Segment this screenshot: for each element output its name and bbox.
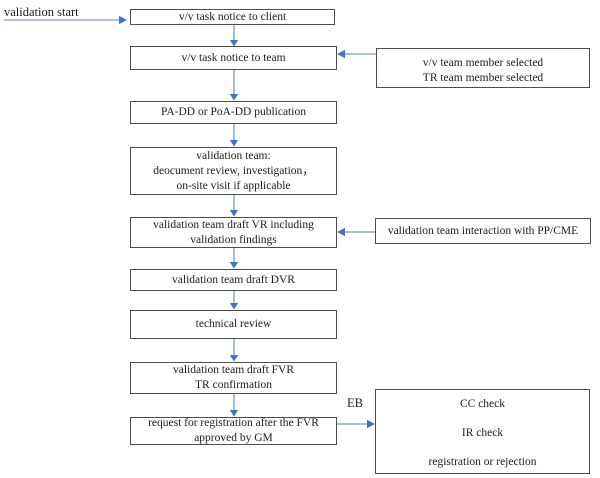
node-team-members-selected: v/v team member selected TR team member … [376, 48, 590, 88]
node-text: validation team draft VR including [153, 218, 314, 231]
arrow-request-to-eb-checks [337, 419, 375, 429]
arrow-publication-to-review [229, 124, 239, 147]
node-text: v/v task notice to team [181, 51, 286, 64]
node-text: TR team member selected [422, 71, 544, 84]
node-text: on-site visit if applicable [176, 179, 291, 192]
node-text: validation team: [196, 149, 271, 162]
node-text: v/v team member selected [422, 56, 544, 69]
node-technical-review: technical review [130, 310, 337, 339]
node-text: approved by GM [194, 432, 273, 444]
arrow-client-to-team [229, 25, 239, 47]
node-text: v/v task notice to client [178, 10, 287, 23]
eb-connector-label: EB [347, 396, 363, 410]
node-text: technical review [195, 318, 272, 330]
arrow-fvr-to-request [229, 394, 239, 417]
node-text: validation team draft DVR [172, 273, 295, 286]
arrow-team-to-publication [229, 70, 239, 101]
node-pa-dd-or-poa-dd-publication: PA-DD or PoA-DD publication [130, 101, 337, 124]
node-draft-vr: validation team draft VR including valid… [130, 217, 337, 248]
arrow-members-to-notice-team [337, 49, 376, 59]
arrow-ppcme-to-draft-vr [337, 227, 375, 237]
node-eb-checks: CC check IR check registration or reject… [375, 389, 590, 474]
node-vv-task-notice-client: v/v task notice to client [130, 9, 335, 25]
arrow-dvr-to-technical-review [229, 291, 239, 310]
arrow-technical-review-to-fvr [229, 339, 239, 362]
node-text: deocument review, investigation， [153, 164, 314, 177]
node-text: TR confirmation [195, 379, 272, 391]
arrow-review-to-draft-vr [229, 195, 239, 217]
node-draft-dvr: validation team draft DVR [130, 269, 337, 291]
node-text: request for registration after the FVR [148, 417, 319, 429]
node-text: validation team draft FVR [172, 364, 295, 376]
node-text: PA-DD or PoA-DD publication [161, 106, 306, 118]
node-text: validation findings [190, 233, 277, 246]
start-label: validation start [4, 5, 79, 19]
node-text: registration or rejection [428, 456, 537, 468]
node-validation-team-review: validation team: deocument review, inves… [130, 147, 337, 195]
node-text: CC check [459, 398, 506, 410]
node-text: IR check [461, 427, 504, 439]
node-vv-task-notice-team: v/v task notice to team [130, 46, 337, 70]
node-draft-fvr: validation team draft FVR TR confirmatio… [130, 362, 337, 394]
node-request-registration: request for registration after the FVR a… [130, 417, 337, 445]
node-text: validation team interaction with PP/CME [387, 224, 579, 237]
node-pp-cme-interaction: validation team interaction with PP/CME [375, 218, 591, 244]
arrow-draft-vr-to-dvr [229, 248, 239, 269]
